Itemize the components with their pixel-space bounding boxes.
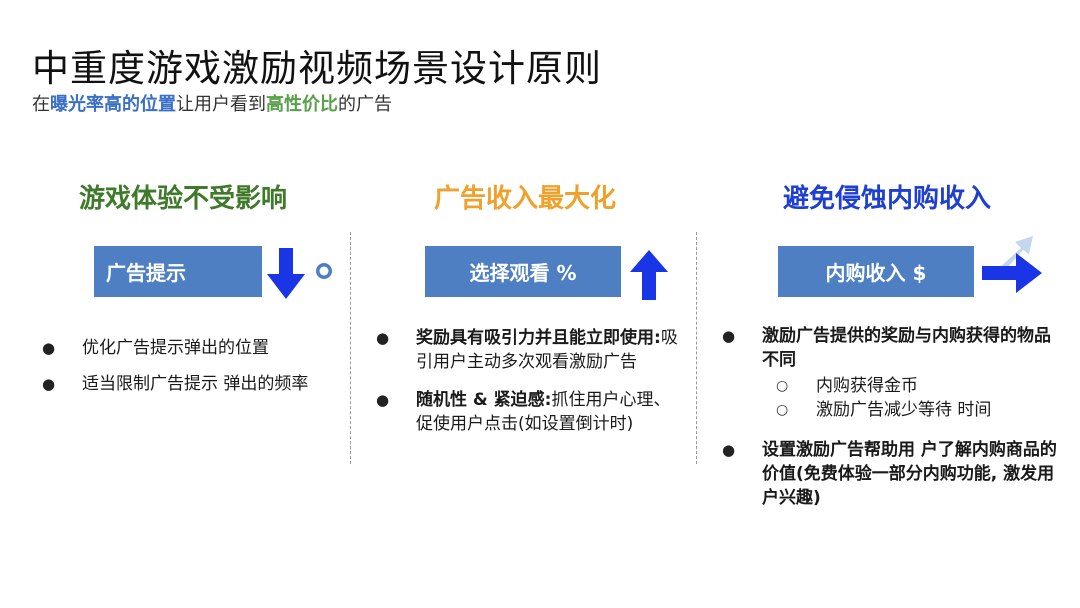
bullet-icon: ● [42,375,56,393]
subtitle-highlight-value: 高性价比 [266,94,338,115]
item-text: 适当限制广告提示 弹出的频率 [82,374,309,394]
column-divider [350,232,351,464]
bullet-icon: ● [722,327,736,345]
arrow-up-icon [629,250,669,304]
column-iap-revenue-list: ● 激励广告提供的奖励与内购获得的物品不同 ○ 内购获得金币 ○ 激励广告减少等… [720,324,1060,524]
column-ad-revenue-list: ● 奖励具有吸引力并且能立即使用:吸引用户主动多次观看激励广告 ● 随机性 & … [374,326,684,450]
sub-list-item: ○ 激励广告减少等待 时间 [720,398,1060,422]
item-text: 吸引用户主动多次观看激励广告 [416,328,678,372]
column-game-experience-list: ● 优化广告提示弹出的位置 ● 适当限制广告提示 弹出的频率 [40,336,330,408]
eye-icon [304,256,344,291]
ad-prompt-box: 广告提示 [94,246,342,297]
list-item: ● 优化广告提示弹出的位置 [40,336,330,360]
bullet-icon: ● [42,339,56,357]
subtitle-text-1: 在 [32,94,50,115]
heading-game-experience: 游戏体验不受影响 [78,184,287,214]
item-text: 优化广告提示弹出的位置 [82,338,269,358]
item-bold-text: 激励广告提供的奖励与内购获得的物品不同 [762,326,1051,370]
item-bold-text: 随机性 & 紧迫感: [416,390,552,410]
list-item: ● 奖励具有吸引力并且能立即使用:吸引用户主动多次观看激励广告 [374,326,684,374]
list-item: ● 随机性 & 紧迫感:抓住用户心理、促使用户点击(如设置倒计时) [374,388,684,436]
choose-watch-box: 选择观看 % [425,246,621,297]
item-bold-text: 设置激励广告帮助用 户了解内购商品的价值(免费体验一部分内购功能, 激发用户兴趣… [762,440,1057,508]
bullet-icon: ● [376,329,390,347]
subtitle-text-3: 的广告 [338,94,392,115]
bullet-icon: ● [722,441,736,459]
slide-subtitle: 在曝光率高的位置让用户看到高性价比的广告 [32,90,392,116]
list-item: ● 激励广告提供的奖励与内购获得的物品不同 [720,324,1060,372]
sub-bullet-icon: ○ [776,402,789,418]
arrow-right-icon [982,250,1042,300]
subtitle-text-2: 让用户看到 [176,94,266,115]
list-item: ● 设置激励广告帮助用 户了解内购商品的价值(免费体验一部分内购功能, 激发用户… [720,438,1060,510]
column-divider [696,232,697,464]
sub-bullet-icon: ○ [776,378,789,394]
heading-iap-revenue: 避免侵蚀内购收入 [782,184,991,214]
item-bold-text: 奖励具有吸引力并且能立即使用: [416,328,661,348]
iap-revenue-label: 内购收入 $ [825,261,927,285]
item-text: 抓住用户心理、促使用户点击(如设置倒计时) [416,390,671,434]
ad-prompt-label: 广告提示 [106,261,186,285]
iap-revenue-box: 内购收入 $ [778,246,974,297]
sub-item-text: 激励广告减少等待 时间 [816,400,992,420]
sub-list-item: ○ 内购获得金币 [720,374,1060,398]
list-item: ● 适当限制广告提示 弹出的频率 [40,372,330,396]
bullet-icon: ● [376,391,390,409]
arrow-down-icon [266,248,306,304]
choose-watch-label: 选择观看 % [469,261,577,285]
sub-item-text: 内购获得金币 [816,376,918,396]
heading-ad-revenue: 广告收入最大化 [433,184,616,214]
subtitle-highlight-exposure: 曝光率高的位置 [50,94,176,115]
slide-title: 中重度游戏激励视频场景设计原则 [32,47,602,90]
arrow-diagonal-icon [985,232,1035,272]
